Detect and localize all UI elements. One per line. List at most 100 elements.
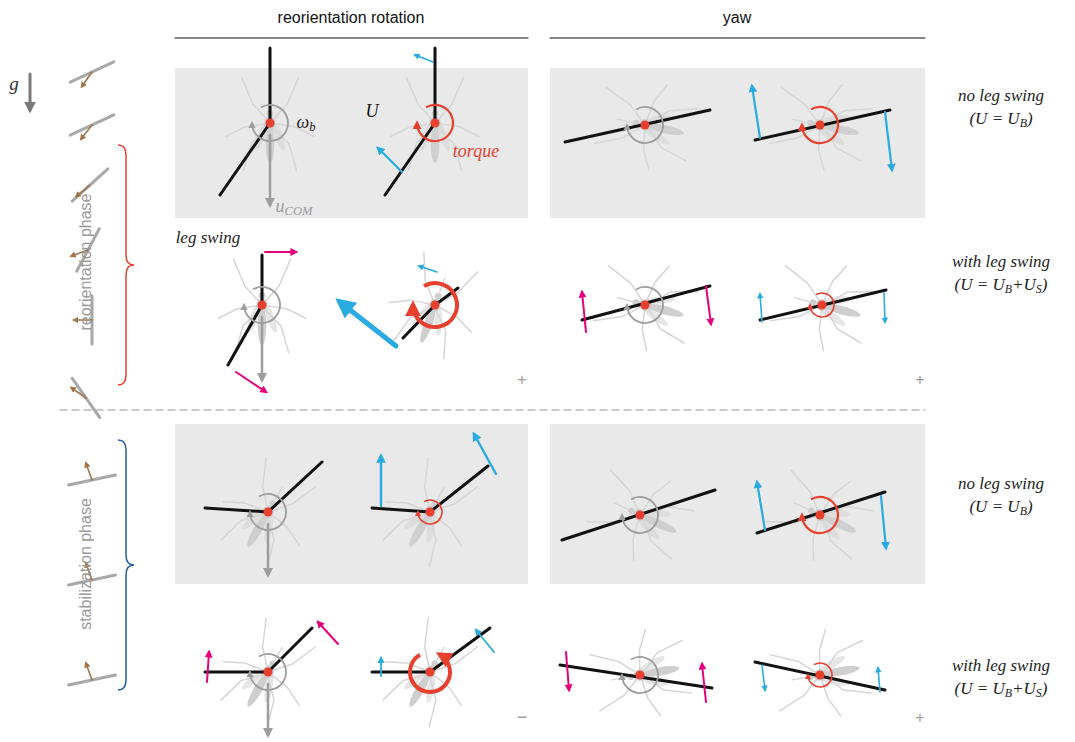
body-axis [372,628,490,672]
center-of-mass [431,119,440,128]
leg-silhouette [594,293,645,332]
com-velocity-arrow [267,524,270,575]
subscript: B [1005,686,1012,700]
row-label: with leg swing [952,657,1050,676]
row-label: with leg swing [952,253,1050,272]
orientation-arrow [86,463,92,480]
center-of-mass [266,119,275,128]
abdomen-silhouette [646,301,685,319]
proboscis-silhouette [794,503,809,510]
body-axis [372,466,488,512]
abdomen-silhouette [641,664,680,679]
center-of-mass [431,301,440,310]
torque-arrow [413,283,457,327]
leg-swing-arrow [706,286,711,324]
subscript: B [1020,504,1027,518]
leg-silhouette [778,266,829,305]
mosquito-silhouette [580,456,701,575]
gravity-label: g [9,74,19,95]
airflow-arrow [884,293,885,322]
airflow-arrow [752,86,760,138]
leg-swing-arrow [265,251,296,253]
text-run: reorientation phase [77,194,94,331]
sign-label: − [517,708,528,728]
torque-arrow [418,500,442,524]
leg-silhouette [234,259,263,305]
subscript: COM [285,204,313,218]
mosquito-silhouette [368,451,490,575]
center-of-mass [264,668,273,677]
proboscis-silhouette [617,298,634,302]
leg-silhouette [405,458,452,512]
airflow-arrow [378,148,402,172]
grey-panel [550,68,925,218]
text-run: reorientation rotation [278,9,425,26]
abdomen-silhouette [431,125,440,163]
sign-label: + [915,709,924,727]
airflow-arrow [757,482,765,530]
row-formula: (U = UB) [969,498,1032,518]
center-of-mass [816,121,825,130]
text-run: g [9,73,19,94]
airflow-arrow [474,434,496,474]
leg-silhouette [590,647,640,683]
leg-silhouette [435,77,464,123]
text-run: +U [1012,275,1036,294]
leg-swing-label: leg swing [176,229,241,248]
center-of-mass [636,671,645,680]
column-heading: reorientation rotation [278,9,425,27]
body-axis [205,462,322,512]
leg-silhouette [262,259,291,305]
airflow-arrow [885,112,892,170]
proboscis-silhouette [617,119,634,123]
body-axis [403,288,458,338]
angular-velocity-label: ωb [296,113,315,135]
angular-velocity-arrow [622,497,658,533]
com-velocity-arrow [267,684,270,735]
text-run: (U = U [955,275,1005,294]
proboscis-silhouette [792,119,809,123]
grey-panel [550,424,925,584]
leg-swing-arrow [207,652,209,682]
mosquito-silhouette [368,611,490,735]
mosquito-silhouette [767,251,880,360]
text-run: + [915,371,924,388]
torque-label: torque [453,142,499,162]
mosquito-silhouette [206,451,328,575]
row-formula: (U = UB+US) [955,276,1048,296]
row-label: no leg swing [958,87,1044,106]
text-run: stabilization phase [77,498,94,630]
mosquito-silhouette [768,624,875,726]
orientation-arrow [86,663,92,680]
column-heading: yaw [723,9,751,27]
center-of-mass [426,668,435,677]
torque-arrow [417,105,453,141]
airflow-arrow [878,668,880,692]
text-run: + [517,371,526,388]
proboscis-silhouette [612,677,629,680]
com-velocity-arrow [269,135,272,205]
subscript: B [1005,282,1012,296]
text-run: torque [453,141,499,161]
torque-arrow [802,107,838,143]
center-of-mass [816,671,825,680]
phase-label: reorientation phase [77,194,95,331]
airflow-arrow [415,55,433,62]
text-run: no leg swing [958,474,1044,493]
subscript: S [1036,282,1042,296]
torque-arrow [410,655,450,692]
text-run: with leg swing [952,252,1050,271]
phase-bracket [118,145,134,385]
text-run: ) [1042,679,1048,698]
airflow-arrow [380,456,382,506]
phase-divider [60,409,925,411]
airflow-label: U [366,102,379,122]
phase-label: stabilization phase [77,498,95,630]
angular-velocity-arrow [622,657,658,693]
body-axis [205,628,312,672]
mosquito-silhouette [766,73,875,178]
text-run: no leg swing [958,86,1044,105]
text-run: U [366,101,379,121]
